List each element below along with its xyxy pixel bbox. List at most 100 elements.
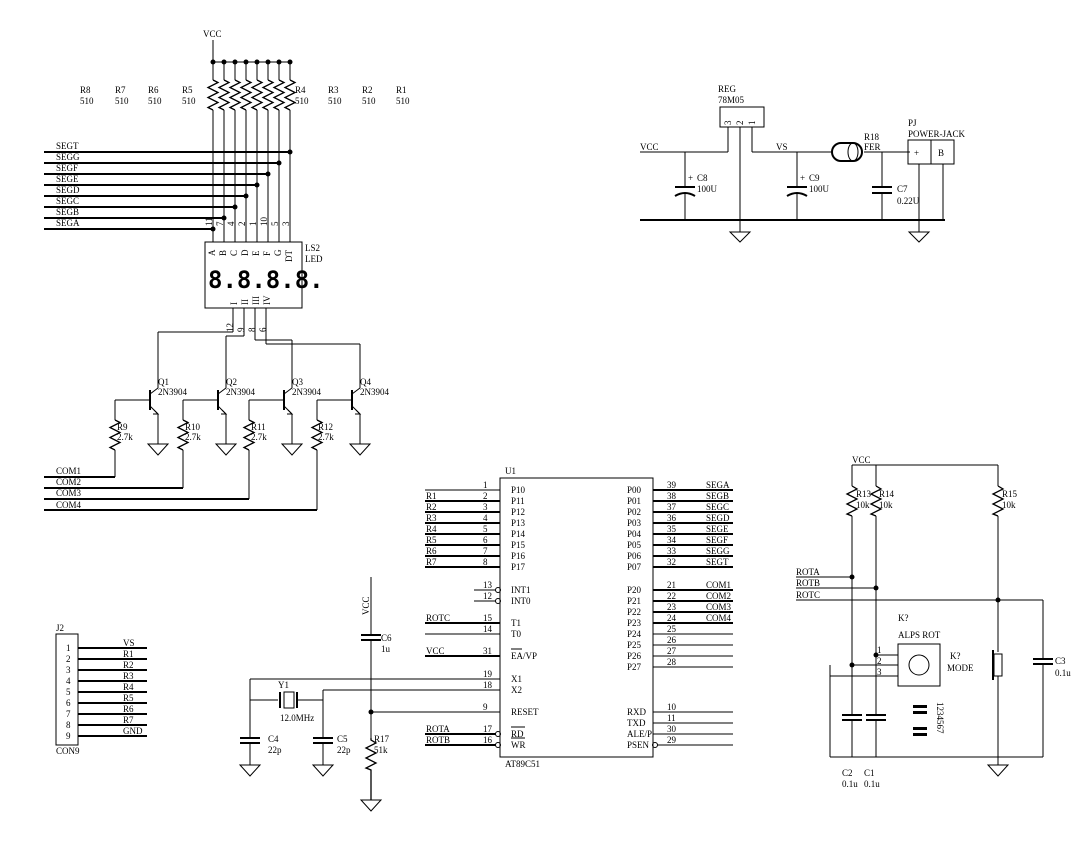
reg-ref: REG xyxy=(718,84,737,94)
resistor-zigzag xyxy=(206,79,220,111)
c9-value: 100U xyxy=(809,184,830,194)
mcu-pin-name: X1 xyxy=(511,674,522,684)
vs-label: VS xyxy=(776,142,788,152)
mcu-pin-name: P06 xyxy=(627,551,642,561)
regulator-body xyxy=(719,106,765,128)
res-ref: R3 xyxy=(328,85,339,95)
mcu-pin-number: 32 xyxy=(667,557,676,567)
junction xyxy=(995,597,1001,603)
connector-net-label: R6 xyxy=(123,704,134,714)
mcu-net-label: R3 xyxy=(426,513,437,523)
switch-body xyxy=(993,653,1003,677)
resistor-bank xyxy=(206,59,297,111)
mcu-pin-name: P11 xyxy=(511,496,525,506)
resistor-ref: R11 xyxy=(251,422,266,432)
res-ref: R6 xyxy=(148,85,159,95)
connector-net-label: R2 xyxy=(123,660,134,670)
mcu-pin-name: P20 xyxy=(627,585,642,595)
junction xyxy=(221,59,227,65)
transistor-part: 2N3904 xyxy=(226,387,255,397)
c8-ref: C8 xyxy=(697,173,708,183)
mcu-net-label: SEGG xyxy=(706,546,730,556)
y1-ref: Y1 xyxy=(278,680,289,690)
side-numbers: 1234567 xyxy=(935,702,945,734)
mcu-net-label: SEGD xyxy=(706,513,730,523)
inverter-bubble xyxy=(652,742,658,748)
junction xyxy=(849,574,855,580)
enc-pin: 1 xyxy=(877,645,882,655)
resistor-value: 2.7k xyxy=(318,432,334,442)
res-value: 510 xyxy=(182,96,196,106)
enc-pin: 3 xyxy=(877,667,882,677)
c3-value: 0.1u xyxy=(1055,668,1071,678)
mcu-pin-name: EA/VP xyxy=(511,651,537,661)
resistor-zigzag xyxy=(283,79,297,111)
transistor-ref: Q3 xyxy=(292,377,303,387)
ground-symbol xyxy=(986,764,1010,777)
mcu-pin-name: RXD xyxy=(627,707,647,717)
mcu-pin-number: 33 xyxy=(667,546,677,556)
emitter-arrow xyxy=(355,409,362,415)
mcu-pin-number: 28 xyxy=(667,657,677,667)
mcu-net-label: R2 xyxy=(426,502,437,512)
mcu-pin-number: 38 xyxy=(667,491,677,501)
crystal-body xyxy=(283,691,295,709)
connector-pin-number: 4 xyxy=(66,676,71,686)
junction xyxy=(210,59,216,65)
r15-value: 10k xyxy=(1002,500,1016,510)
connector-net-label: GND xyxy=(123,726,143,736)
com-net-label: COM1 xyxy=(56,466,81,476)
digit-label: II xyxy=(240,299,250,305)
mcu-pin-name: P22 xyxy=(627,607,641,617)
mcu-net-label: SEGB xyxy=(706,491,729,501)
enc-pin: 2 xyxy=(877,656,882,666)
pin-number: 4 xyxy=(226,221,236,226)
r18-ref: R18 xyxy=(864,132,880,142)
mcu-pin-name: T0 xyxy=(511,629,521,639)
connector-pin-number: 1 xyxy=(66,643,71,653)
resistor-value: 2.7k xyxy=(185,432,201,442)
c6-ref: C6 xyxy=(381,633,392,643)
c6-value: 1u xyxy=(381,644,391,654)
ferrite-end xyxy=(847,142,859,162)
vcc-label: VCC xyxy=(361,596,371,615)
connector-pin-number: 8 xyxy=(66,720,71,730)
r13-zigzag xyxy=(845,485,859,517)
j2-part: CON9 xyxy=(56,746,80,756)
led-digits: 8.8.8.8. xyxy=(208,266,324,294)
net-label: SEGA xyxy=(56,218,80,228)
mcu-pin-number: 25 xyxy=(667,624,677,634)
mcu-net-label: SEGC xyxy=(706,502,729,512)
res-ref: R5 xyxy=(182,85,193,95)
mcu-pin-number: 31 xyxy=(483,646,492,656)
mcu-pin-name: X2 xyxy=(511,685,522,695)
mcu-pin-number: 35 xyxy=(667,524,677,534)
reg-pin: 2 xyxy=(735,121,745,126)
mcu-pin-number: 37 xyxy=(667,502,677,512)
resistor-ref: R12 xyxy=(318,422,333,432)
mcu-pin-number: 1 xyxy=(483,480,488,490)
mcu-pin-name: RESET xyxy=(511,707,539,717)
ferrite-bead xyxy=(831,142,863,162)
mcu-pin-name: P02 xyxy=(627,507,641,517)
emitter-arrow xyxy=(287,409,294,415)
mcu-net-label: COM4 xyxy=(706,613,732,623)
mcu-pin-name: P05 xyxy=(627,540,642,550)
c7-value: 0.22U xyxy=(897,196,920,206)
osc-section: Y1 12.0MHz C4 22p C5 22p VCC C6 1u R17 5… xyxy=(238,577,500,812)
component-bar xyxy=(913,733,927,736)
mcu-pin-number: 36 xyxy=(667,513,677,523)
mcu-pin-name: INT0 xyxy=(511,596,531,606)
mcu-pin-number: 14 xyxy=(483,624,493,634)
connector-pin-number: 2 xyxy=(66,654,71,664)
component-bar xyxy=(913,705,927,708)
transistor-part: 2N3904 xyxy=(292,387,321,397)
mcu-pin-name: P14 xyxy=(511,529,526,539)
ground-symbol xyxy=(907,231,931,243)
resistor-zigzag xyxy=(261,79,275,111)
connector-pin-number: 9 xyxy=(66,731,71,741)
driver-labels: Q1 2N3904 R9 2.7k COM1 Q2 2N3904 R10 2.7… xyxy=(56,377,389,510)
transistor-ref: Q1 xyxy=(158,377,169,387)
resistor-value: 2.7k xyxy=(117,432,133,442)
